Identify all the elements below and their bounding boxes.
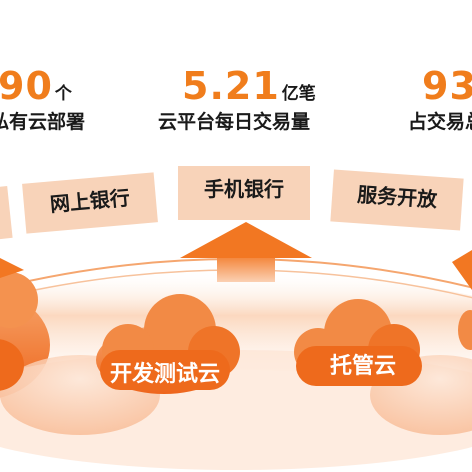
cloud-hosting xyxy=(294,299,422,386)
channel-box-mobile-banking: 手机银行 xyxy=(178,166,310,220)
stat-number: 93 xyxy=(422,64,472,108)
channel-label: 服务开放 xyxy=(356,182,438,212)
stat-unit: 个 xyxy=(54,84,72,104)
channel-box-open-services: 服务开放 xyxy=(330,169,464,231)
arrow-left-icon xyxy=(0,258,24,278)
stat-desc: 私有云部署 xyxy=(0,111,86,133)
cloud-dev-test xyxy=(96,294,240,394)
cloud-label-hosting: 托管云 xyxy=(330,354,397,379)
stat-number: 5.21 xyxy=(182,64,280,108)
stat-private-cloud: 90个 私有云部署 xyxy=(0,66,85,134)
channel-label: 网上银行 xyxy=(48,185,131,217)
stat-number: 90 xyxy=(0,64,53,108)
stat-unit: 亿笔 xyxy=(281,84,316,104)
stat-desc: 占交易总 xyxy=(408,111,472,133)
cloud-left-bottom xyxy=(0,339,24,391)
arrow-right-icon xyxy=(452,250,472,290)
stat-desc: 云平台每日交易量 xyxy=(158,111,311,133)
stat-transaction-share: 93 占交易总 xyxy=(408,64,472,134)
channel-label: 手机银行 xyxy=(204,177,284,201)
cloud-label-dev-test: 开发测试云 xyxy=(110,362,221,387)
arrow-up-center-icon xyxy=(180,222,312,282)
